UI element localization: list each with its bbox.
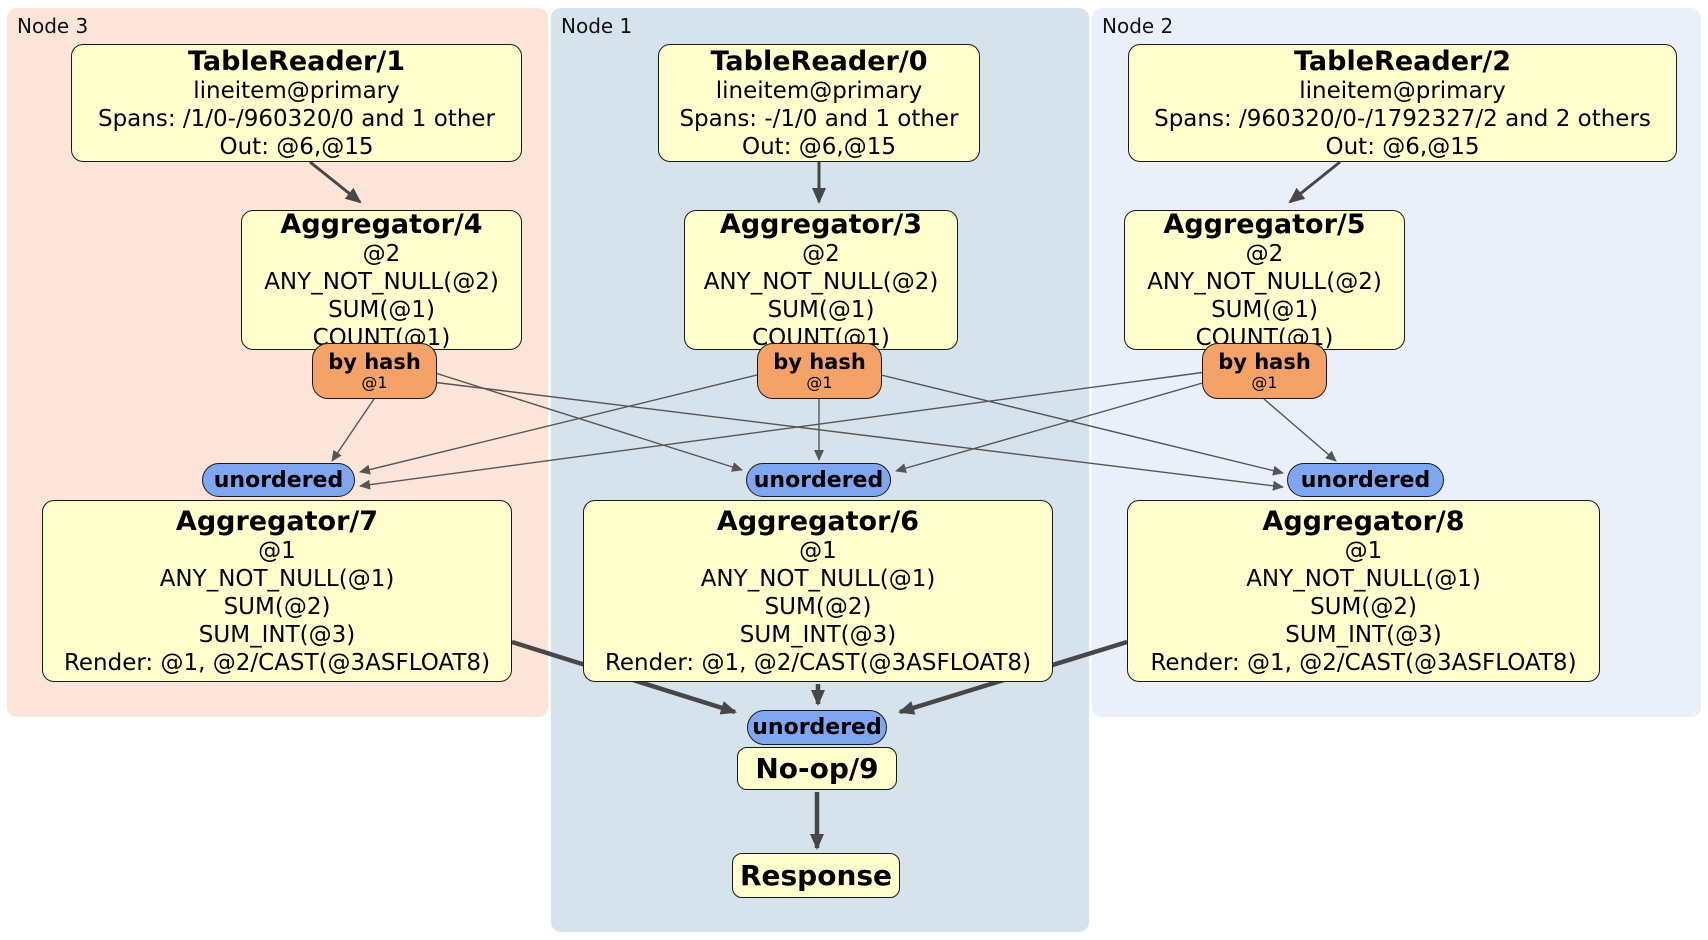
router-label: by hash <box>773 350 866 374</box>
aggregator-5-box: Aggregator/5 @2 ANY_NOT_NULL(@2) SUM(@1)… <box>1124 208 1405 351</box>
aggregator-8-box: Aggregator/8 @1 ANY_NOT_NULL(@1) SUM(@2)… <box>1127 500 1600 682</box>
op-detail: @1 <box>799 537 837 564</box>
op-detail: Out: @6,@15 <box>1325 133 1480 160</box>
tablereader-1-box: TableReader/1 lineitem@primary Spans: /1… <box>71 44 522 162</box>
op-detail: Render: @1, @2/CAST(@3ASFLOAT8) <box>604 649 1032 676</box>
op-detail: Spans: /960320/0-/1792327/2 and 2 others <box>1154 105 1651 132</box>
router-label: by hash <box>1218 350 1311 374</box>
router-label: by hash <box>328 350 421 374</box>
op-detail: ANY_NOT_NULL(@1) <box>159 565 395 592</box>
router-key: @1 <box>1251 373 1278 392</box>
op-detail: Render: @1, @2/CAST(@3ASFLOAT8) <box>63 649 491 676</box>
op-detail: @1 <box>1344 537 1383 564</box>
op-detail: @2 <box>1245 240 1284 267</box>
op-detail: ANY_NOT_NULL(@1) <box>700 565 936 592</box>
op-detail: @1 <box>258 537 296 564</box>
op-detail: @2 <box>802 240 840 267</box>
op-title: TableReader/2 <box>1294 45 1511 77</box>
tablereader-0-box: TableReader/0 lineitem@primary Spans: -/… <box>658 44 980 162</box>
op-detail: SUM(@2) <box>764 593 872 620</box>
op-title: Aggregator/6 <box>716 505 920 537</box>
op-detail: Spans: -/1/0 and 1 other <box>679 105 959 132</box>
op-detail: SUM_INT(@3) <box>198 621 356 648</box>
op-title: TableReader/1 <box>188 45 405 77</box>
op-detail: lineitem@primary <box>193 77 400 104</box>
op-detail: Out: @6,@15 <box>742 133 896 160</box>
op-detail: @2 <box>362 240 401 267</box>
op-detail: Out: @6,@15 <box>219 133 374 160</box>
aggregator-7-box: Aggregator/7 @1 ANY_NOT_NULL(@1) SUM(@2)… <box>42 500 512 682</box>
aggregator-3-box: Aggregator/3 @2 ANY_NOT_NULL(@2) SUM(@1)… <box>684 208 958 351</box>
node-group-3-label: Node 3 <box>17 14 89 38</box>
op-detail: SUM(@1) <box>1211 296 1318 323</box>
op-title: TableReader/0 <box>710 45 928 77</box>
op-detail: SUM(@1) <box>328 296 435 323</box>
op-detail: Render: @1, @2/CAST(@3ASFLOAT8) <box>1150 649 1577 676</box>
op-detail: SUM_INT(@3) <box>1285 621 1442 648</box>
op-detail: SUM(@1) <box>767 296 875 323</box>
op-detail: ANY_NOT_NULL(@2) <box>703 268 939 295</box>
unordered-sync-node1: unordered <box>746 463 891 497</box>
hash-router-node3: by hash @1 <box>312 343 437 399</box>
node-group-2-label: Node 2 <box>1102 14 1174 38</box>
unordered-sync-final: unordered <box>747 710 887 745</box>
router-key: @1 <box>806 373 833 392</box>
aggregator-4-box: Aggregator/4 @2 ANY_NOT_NULL(@2) SUM(@1)… <box>241 208 522 351</box>
op-title: Aggregator/4 <box>280 208 483 240</box>
op-title: Aggregator/3 <box>719 208 923 240</box>
unordered-sync-node3: unordered <box>202 463 355 497</box>
op-detail: ANY_NOT_NULL(@2) <box>1147 268 1382 295</box>
hash-router-node1: by hash @1 <box>757 343 882 399</box>
tablereader-2-box: TableReader/2 lineitem@primary Spans: /9… <box>1128 44 1677 162</box>
hash-router-node2: by hash @1 <box>1202 343 1327 399</box>
op-detail: Spans: /1/0-/960320/0 and 1 other <box>97 105 496 132</box>
op-detail: lineitem@primary <box>1299 77 1506 104</box>
router-key: @1 <box>361 373 388 392</box>
op-detail: SUM_INT(@3) <box>739 621 897 648</box>
op-detail: SUM(@2) <box>223 593 331 620</box>
op-detail: lineitem@primary <box>715 77 923 104</box>
unordered-sync-node2: unordered <box>1287 463 1444 497</box>
op-title: Aggregator/8 <box>1262 505 1465 537</box>
op-detail: ANY_NOT_NULL(@2) <box>264 268 499 295</box>
aggregator-6-box: Aggregator/6 @1 ANY_NOT_NULL(@1) SUM(@2)… <box>583 500 1053 682</box>
node-group-1-label: Node 1 <box>561 14 633 38</box>
response-box: Response <box>732 853 900 898</box>
op-title: Aggregator/7 <box>175 505 379 537</box>
op-detail: SUM(@2) <box>1310 593 1417 620</box>
op-detail: ANY_NOT_NULL(@1) <box>1246 565 1481 592</box>
noop-box: No-op/9 <box>737 747 897 790</box>
op-title: Aggregator/5 <box>1163 208 1366 240</box>
